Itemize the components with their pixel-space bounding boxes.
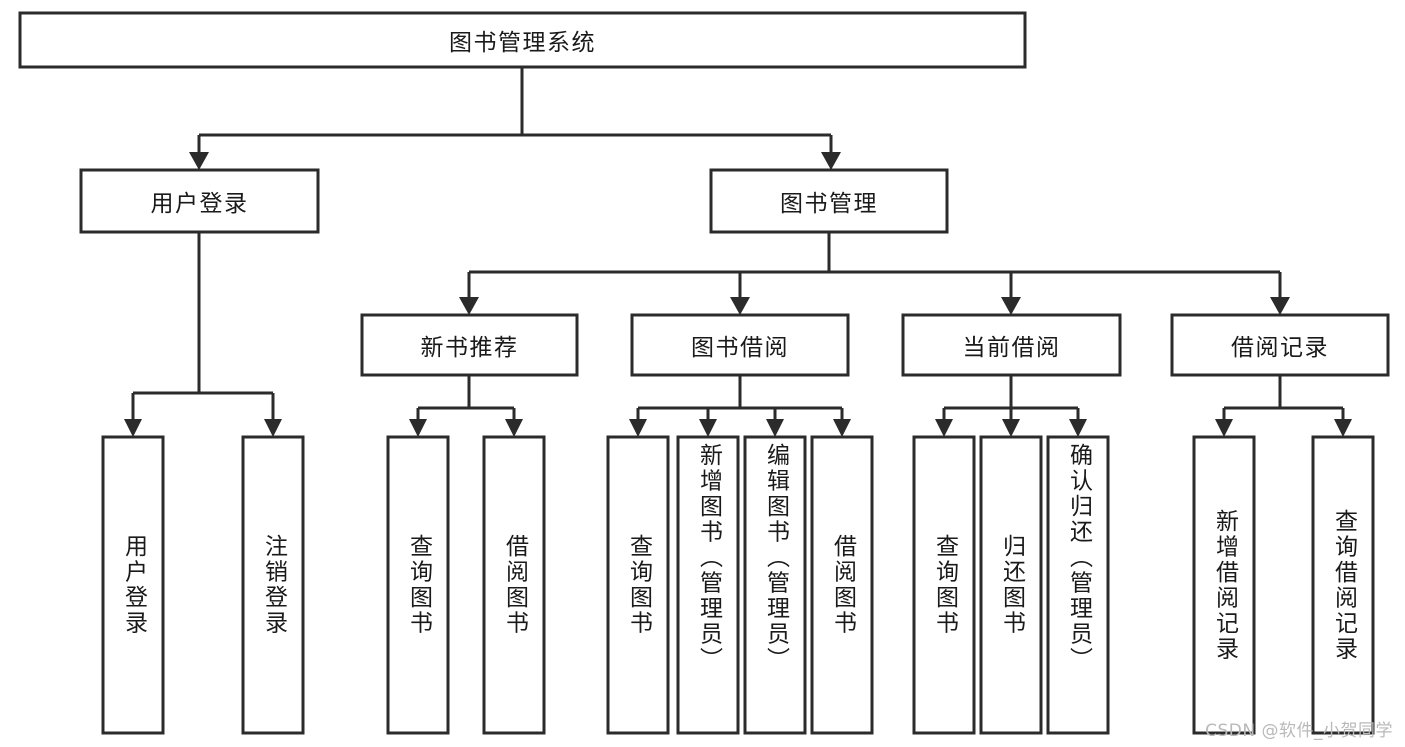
node-box-current-borrow[interactable] — [901, 313, 1122, 377]
node-box-leaf-add-book[interactable] — [676, 435, 740, 735]
node-box-new-book-recommend[interactable] — [360, 313, 579, 377]
node-box-book-borrow[interactable] — [630, 313, 850, 377]
arrow-head-leaf-query-book-1 — [409, 419, 427, 437]
arrow-head-new-book-recommend — [459, 297, 479, 315]
node-box-leaf-query-book-3[interactable] — [912, 435, 976, 735]
arrow-head-leaf-borrow-book-1 — [505, 419, 523, 437]
node-box-borrow-record[interactable] — [1170, 313, 1390, 377]
arrow-head-leaf-query-book-2 — [629, 419, 647, 437]
arrow-head-book-manage — [821, 152, 841, 170]
connector-new-book-recommend-to-leaves — [416, 375, 516, 419]
arrow-head-user-login — [189, 152, 209, 170]
connector-book-borrow-to-leaves — [636, 375, 844, 419]
node-box-leaf-add-record[interactable] — [1192, 435, 1256, 735]
node-box-leaf-confirm-return[interactable] — [1046, 435, 1110, 735]
node-box-leaf-edit-book[interactable] — [743, 435, 807, 735]
node-box-leaf-query-record[interactable] — [1311, 435, 1375, 735]
arrow-head-leaf-query-book-3 — [935, 419, 953, 437]
connector-root-to-level2 — [197, 67, 833, 152]
connector-user-login-to-leaves — [131, 232, 275, 419]
arrow-head-leaf-user-login — [124, 419, 142, 437]
arrow-head-leaf-add-record — [1215, 419, 1233, 437]
csdn-watermark: CSDN @软件_小贺同学 — [1205, 721, 1393, 741]
arrow-head-leaf-query-record — [1334, 419, 1352, 437]
node-box-root[interactable] — [18, 11, 1027, 69]
arrow-head-current-borrow — [1001, 297, 1021, 315]
arrow-head-borrow-record — [1270, 297, 1290, 315]
arrow-head-leaf-edit-book — [766, 419, 784, 437]
node-box-book-manage[interactable] — [709, 168, 949, 234]
arrow-head-leaf-add-book — [699, 419, 717, 437]
node-box-leaf-query-book-2[interactable] — [606, 435, 670, 735]
arrow-head-book-borrow — [730, 297, 750, 315]
node-box-leaf-borrow-book-1[interactable] — [482, 435, 546, 735]
connector-book-manage-to-level3 — [467, 232, 1282, 297]
arrow-head-leaf-logout — [264, 419, 282, 437]
node-box-user-login[interactable] — [79, 168, 320, 234]
node-box-leaf-user-login[interactable] — [101, 435, 165, 735]
node-box-leaf-return-book[interactable] — [979, 435, 1043, 735]
connector-borrow-record-to-leaves — [1222, 375, 1345, 419]
arrow-head-leaf-borrow-book-2 — [833, 419, 851, 437]
arrow-head-leaf-return-book — [1002, 419, 1020, 437]
node-box-leaf-logout[interactable] — [241, 435, 305, 735]
node-box-leaf-query-book-1[interactable] — [386, 435, 450, 735]
node-box-leaf-borrow-book-2[interactable] — [810, 435, 874, 735]
connector-current-borrow-to-leaves — [942, 375, 1080, 419]
arrow-head-leaf-confirm-return — [1069, 419, 1087, 437]
